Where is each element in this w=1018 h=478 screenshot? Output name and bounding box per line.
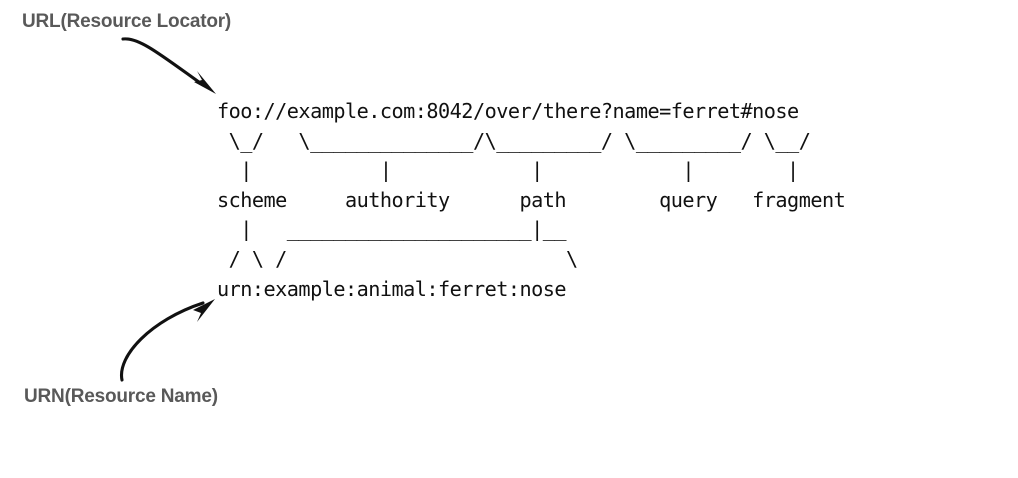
url-annotation-label: URL(Resource Locator) (22, 11, 232, 32)
url-arrow-icon (121, 37, 216, 94)
uri-syntax-ascii-art: foo://example.com:8042/over/there?name=f… (217, 99, 846, 301)
urn-annotation-label: URN(Resource Name) (24, 386, 218, 407)
urn-arrow-icon (120, 299, 215, 382)
